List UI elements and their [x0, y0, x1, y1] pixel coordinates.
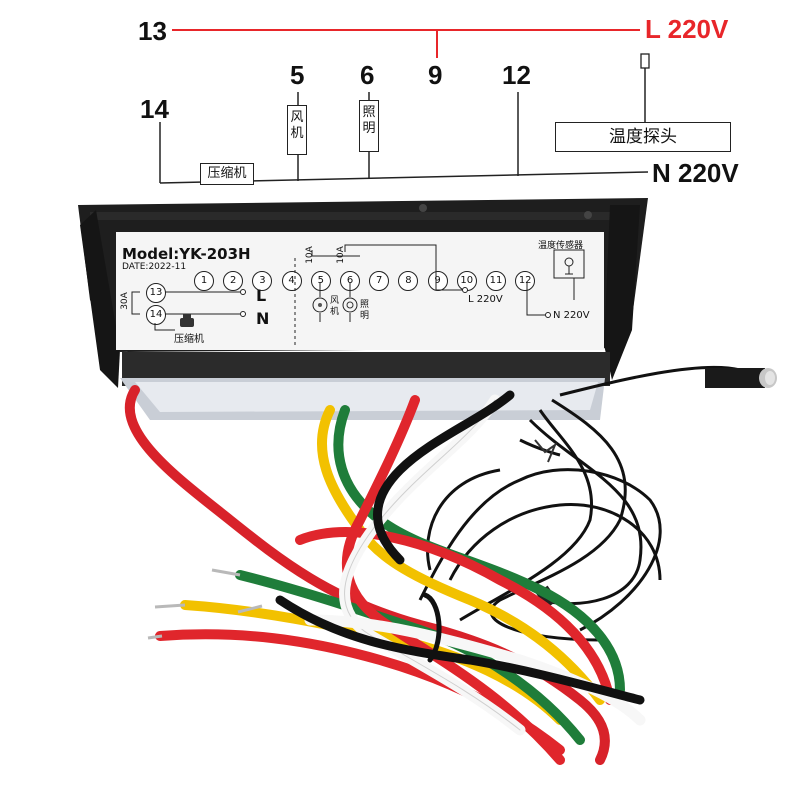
label-l-220v: L 220V [645, 14, 729, 44]
screw-icon [419, 204, 427, 212]
label-6: 6 [360, 60, 375, 90]
terminal-5: 5 [310, 271, 331, 291]
probe-box: 温度探头 [555, 122, 731, 152]
card-compressor-label: 压缩机 [174, 334, 204, 345]
screw-icon [584, 211, 592, 219]
terminal-7: 7 [369, 271, 390, 291]
fan-box: 风机 [287, 105, 307, 155]
label-5: 5 [290, 60, 305, 90]
card-sensor-label: 温度传感器 [538, 241, 584, 251]
card-n-220v: N 220V [553, 310, 590, 321]
cable-clip-icon [534, 439, 558, 463]
compressor-icon [180, 314, 194, 327]
wire-tips [147, 568, 263, 640]
card-n-mark: N [256, 309, 270, 328]
date-label: DATE:2022-11 [122, 262, 187, 272]
terminal-14: 14 [146, 305, 166, 325]
label-9: 9 [428, 60, 443, 90]
sensor-cable [418, 365, 741, 642]
terminal-13: 13 [146, 283, 166, 303]
lightbulb-icon [346, 301, 354, 309]
model-label: Model:YK-203H [122, 245, 251, 263]
probe-symbol [640, 53, 650, 69]
terminal-6: 6 [340, 271, 360, 291]
terminal-11: 11 [486, 271, 506, 291]
card-fan-label: 风机 [330, 296, 340, 317]
card-l-mark: L [256, 286, 267, 305]
terminal-12: 12 [515, 271, 536, 291]
card-light-label: 照明 [360, 300, 370, 321]
probe-tip [705, 368, 777, 388]
label-card [116, 232, 604, 350]
light-box: 照明 [359, 100, 379, 152]
wire-bundle [124, 385, 646, 765]
terminal-2: 2 [223, 271, 244, 291]
label-12: 12 [502, 60, 531, 90]
terminal-8: 8 [398, 271, 419, 291]
compressor-box: 压缩机 [200, 163, 254, 185]
terminal-1: 1 [194, 271, 214, 291]
label-13: 13 [138, 16, 167, 46]
label-n-220v: N 220V [652, 158, 739, 188]
terminal-3: 3 [252, 271, 273, 291]
terminal-4: 4 [281, 271, 302, 291]
fan-icon [318, 303, 322, 307]
card-l-220v: L 220V [468, 294, 503, 305]
label-14: 14 [140, 94, 169, 124]
